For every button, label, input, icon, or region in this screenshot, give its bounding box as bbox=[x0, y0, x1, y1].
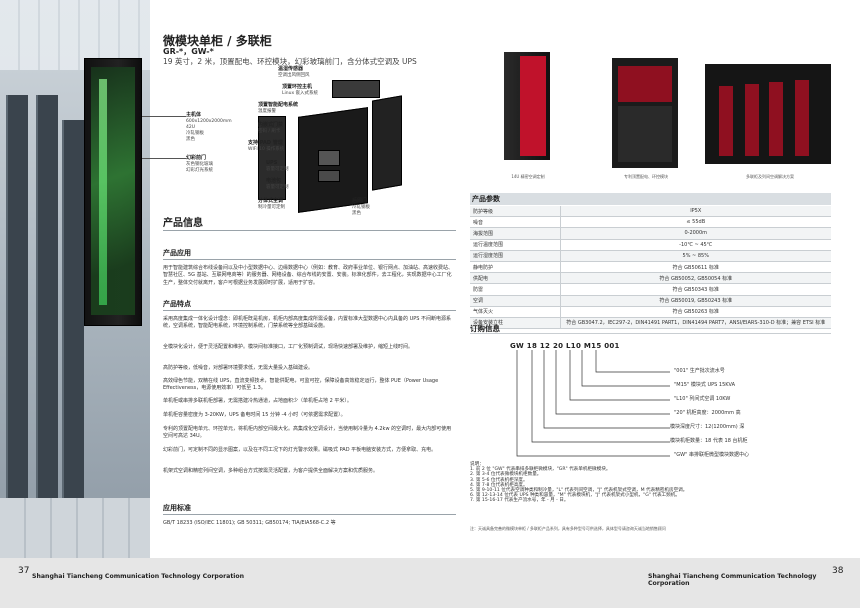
standard-heading: 应用标准 bbox=[163, 504, 191, 512]
spec-key: 运行温度范围 bbox=[470, 239, 560, 251]
photo-multi-cabinet bbox=[705, 64, 831, 164]
spec-heading: 产品参数 bbox=[470, 193, 831, 205]
order-code-leaders bbox=[516, 350, 670, 457]
order-label-7: "GW" 串排联柜微型模块数据中心 bbox=[674, 452, 750, 458]
spec-value: ≤ 55dB bbox=[559, 216, 831, 229]
callout-temp-sensor: 温湿传感器空调出风侧回风 bbox=[278, 66, 310, 78]
spec-row: 防雷符合 GB50343 标准 bbox=[470, 283, 831, 296]
callout-battery: 电池包容量可定制 bbox=[266, 178, 289, 190]
application-text: 用于智能建筑综合布线设备间以及中小型数据中心、边缘数据中心（例如：教育、政府事业… bbox=[163, 265, 454, 286]
photo-caption-2: 专利顶置配电、环控模块 bbox=[624, 174, 668, 179]
spec-value: 符合 GB50052, GB50054 标准 bbox=[559, 272, 831, 285]
application-heading: 产品应用 bbox=[163, 249, 191, 257]
company-name-left: Shanghai Tiancheng Communication Technol… bbox=[32, 573, 245, 580]
datacenter-photo bbox=[0, 0, 150, 558]
spec-key: 海拔范围 bbox=[470, 227, 560, 240]
rack-front-image bbox=[84, 58, 142, 326]
model-code: GR-*，GW-* bbox=[163, 47, 214, 56]
order-heading: 订购信息 bbox=[470, 324, 500, 333]
spec-row: 空调符合 GB50019, GB50243 标准 bbox=[470, 295, 831, 307]
callout-split-ac: 分体式空调制冷量可定制 bbox=[258, 198, 285, 210]
spec-key: 空调 bbox=[470, 295, 560, 307]
feature-6: 单机柜容量密度为 3-20KW，UPS 备电时间 15 分钟 -4 小时（可依据… bbox=[163, 412, 346, 418]
photo-top-module bbox=[612, 58, 678, 168]
feature-7: 专利的顶置配电单元、环控单元，将机柜内部空间最大化。高集成化空调设计，当使用制冷… bbox=[163, 426, 452, 440]
spec-row: 运行温度范围-10℃ ~ 45℃ bbox=[470, 239, 831, 251]
page-number-left: 37 bbox=[18, 566, 30, 576]
spec-value: 符合 GB50611 标准 bbox=[559, 261, 831, 274]
feature-9: 机架式空调和精密列间空调，多种组合方式按需灵活配置，为客户提供全面解决方案和优质… bbox=[163, 468, 379, 474]
order-code: GW 18 12 20 L10 M15 001 bbox=[510, 342, 620, 350]
order-label-6: 模块机柜数量：18 代表 18 台机柜 bbox=[670, 438, 748, 444]
spec-row: 供配电符合 GB50052, GB50054 标准 bbox=[470, 272, 831, 285]
page-number-right: 38 bbox=[832, 566, 844, 576]
callout-access-control: 内嵌式门禁密码 / 刷卡 bbox=[258, 122, 284, 134]
spec-key: 防雷 bbox=[470, 283, 560, 296]
features-heading: 产品特点 bbox=[163, 300, 191, 308]
photo-caption-3: 多联柜及列间空调解决方案 bbox=[746, 174, 794, 179]
feature-8: 幻彩前门，可定制不同的显示图案，以及在不同工况下的灯光警示效果。磁吸式 PAD … bbox=[163, 447, 437, 453]
spec-row: 噪音≤ 55dB bbox=[470, 216, 831, 229]
spec-key: 设备安装立柱 bbox=[470, 317, 560, 330]
page-title: 微模块单柜 / 多联柜 bbox=[163, 34, 272, 48]
callout-main-body: 主机体 600x1200x2000mm 42U 冷轧钢板 黑色 bbox=[186, 112, 232, 142]
order-label-1: "001" 生产批次流水号 bbox=[674, 368, 725, 374]
footer-bar bbox=[0, 558, 860, 608]
spec-key: 噪音 bbox=[470, 216, 560, 229]
spec-value: 符合 GB50343 标准 bbox=[559, 283, 831, 296]
order-label-5: 模块深度尺寸：12(1200mm) 深 bbox=[670, 424, 745, 430]
page-subtitle: 19 英寸，2 米，顶置配电、环控模块，幻彩玻璃前门，含分体式空调及 UPS bbox=[163, 57, 417, 66]
spec-value: 符合 GB3047.2，IEC297-2，DIN41491 PART1，DIN4… bbox=[559, 317, 831, 330]
spec-key: 运行湿度范围 bbox=[470, 250, 560, 262]
order-label-2: "M15" 模块式 UPS 15KVA bbox=[674, 382, 736, 388]
spec-value: 0-2000m bbox=[559, 227, 831, 240]
order-label-3: "L10" 列间式空调 10KW bbox=[674, 396, 731, 402]
spec-value: 符合 GB50019, GB50243 标准 bbox=[559, 295, 831, 307]
order-label-4: "20" 机柜高度：2000mm 高 bbox=[674, 410, 741, 416]
feature-3: 高防护等级，低噪音，对部署环境要求低，无需大量投入基础建设。 bbox=[163, 365, 314, 371]
callout-power-system: 顶置智能配电系统温度报警 bbox=[258, 102, 299, 114]
spec-value: 符合 GB50263 标准 bbox=[559, 306, 831, 318]
photo-caption-1: 14U 精密空调定制 bbox=[511, 174, 545, 179]
order-notes: 说明： 1. 前 2 位 "GW" 代表串排多联柜微模块，"GR" 代表单机柜微… bbox=[470, 462, 688, 504]
spec-value: IP5X bbox=[559, 206, 831, 218]
order-footnote: 注：天诚具备完善的微模块单柜 / 多联柜产品系列，具有多种型号可供选择，具体型号… bbox=[470, 526, 666, 531]
photo-ac-cabinet bbox=[504, 52, 550, 160]
spec-value: 5% ~ 85% bbox=[559, 250, 831, 262]
callout-rear-door: 后网门冷轧钢板 黑色 bbox=[352, 198, 370, 216]
spec-key: 气体灭火 bbox=[470, 306, 560, 318]
feature-2: 全模块化设计，便于灵活配置和维护。模块间标准接口，工厂化预制调试，现场快速部署及… bbox=[163, 344, 414, 350]
company-name-right: Shanghai Tiancheng Communication Technol… bbox=[648, 573, 817, 587]
spec-row: 静电防护符合 GB50611 标准 bbox=[470, 261, 831, 274]
spec-row: 设备安装立柱符合 GB3047.2，IEC297-2，DIN41491 PART… bbox=[470, 317, 831, 330]
feature-5: 单机柜或串排多联机柜部署，无需搭建冷热通道，占地面积少（单机柜占地 2 平米）。 bbox=[163, 398, 352, 404]
product-info-heading: 产品信息 bbox=[163, 218, 203, 229]
spec-row: 气体灭火符合 GB50263 标准 bbox=[470, 306, 831, 318]
callout-front-door: 幻彩前门 灰色钢化玻璃 幻彩灯光系统 bbox=[186, 155, 213, 173]
standard-text: GB/T 18233 (ISO/IEC 11801); GB 50311; GB… bbox=[163, 520, 336, 526]
spec-key: 防护等级 bbox=[470, 206, 560, 218]
spec-key: 静电防护 bbox=[470, 261, 560, 274]
spec-value: -10℃ ~ 45℃ bbox=[559, 239, 831, 251]
spec-key: 供配电 bbox=[470, 272, 560, 285]
feature-4: 高效绿色节能，双精在线 UPS，直流变频技术，智能供配电，可监可控，保障设备高效… bbox=[163, 378, 439, 392]
feature-1: 采用高度集成一体化设计理念：即机柜既是机房，机柜内部高度集成所需设备，内置标准大… bbox=[163, 316, 452, 330]
